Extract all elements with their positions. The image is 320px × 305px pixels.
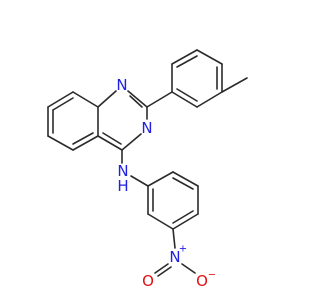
bond-benzo [72,135,99,151]
bond-pyrimidine [97,90,117,108]
bond-benzo [47,135,74,151]
atom-label-nh: N [117,162,128,180]
bond-layer [47,49,248,277]
atom-label-n1: N [116,76,127,94]
molecule-canvas: N N N H N + O O − [47,49,248,290]
bond-nitrophenyl-inner [172,210,194,224]
bond-pyrimidine [127,90,148,108]
atom-label-nitro-n: N [169,248,180,266]
bond-pyrimidine-inner [129,95,143,108]
bond-nitro [157,266,172,277]
bond-tolyl [171,49,198,65]
bond-nitrophenyl-inner [172,177,194,190]
bond-pyrimidine [97,135,123,151]
bond-tolyl-inner [176,55,198,68]
bond-nitro [154,263,169,274]
bond-methyl [221,77,248,93]
atom-label-o-right: O [196,272,208,290]
structure-diagram: N N N H N + O O − [47,49,248,290]
bond-benzo [47,91,74,108]
charge-minus: − [208,270,216,281]
bond-nitrophenyl [147,213,174,230]
bond-benzo-inner [72,132,94,145]
bond-nitrophenyl [172,171,199,187]
bond-link [130,175,149,187]
atom-label-o-left: O [142,272,154,290]
bond-tolyl [196,49,223,65]
atom-label-n3: N [141,119,152,137]
bond-link [146,91,173,108]
bond-nitro [181,263,196,274]
bond-nitrophenyl [147,171,174,187]
atom-label-nh-hydrogen: H [117,177,128,195]
bond-benzo [72,91,99,108]
bond-link [172,228,176,249]
bond-tolyl-inner [176,88,198,102]
bond-benzo-inner [52,97,74,111]
bond-pyrimidine [121,133,142,151]
bond-pyrimidine-inner [102,132,122,145]
bond-tolyl [196,91,223,108]
bond-tolyl [171,91,198,108]
bond-nitrophenyl [172,213,199,230]
charge-plus: + [179,244,187,255]
